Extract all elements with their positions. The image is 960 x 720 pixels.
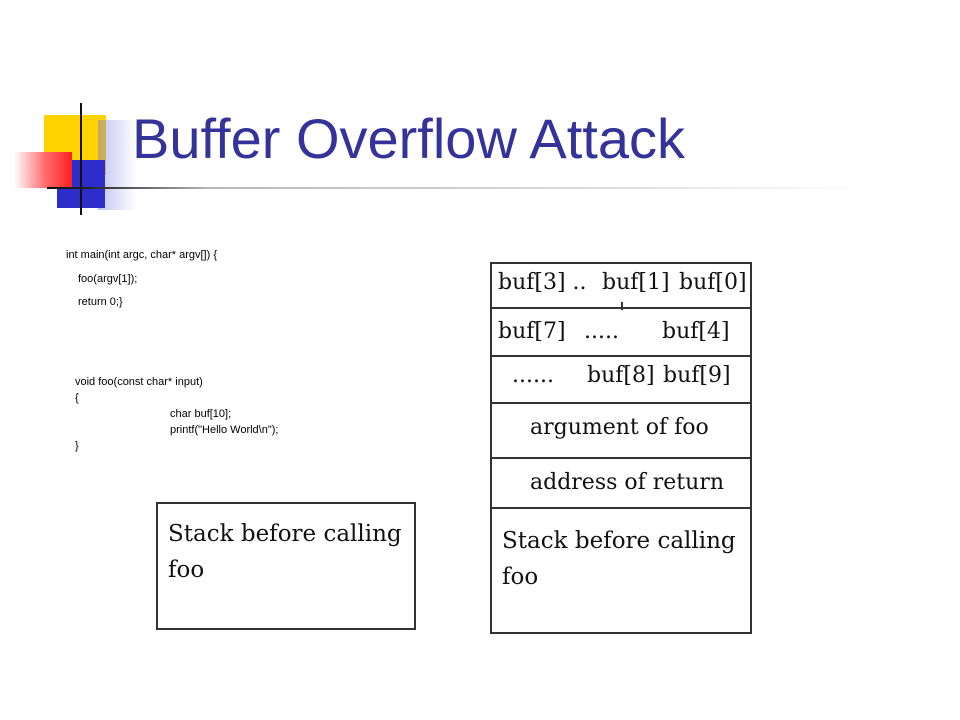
stack-diagram: buf[3] .. buf[1] buf[0] buf[7] ..... buf… bbox=[490, 262, 752, 634]
code-main-line-2: foo(argv[1]); bbox=[78, 273, 138, 285]
cell-2-mid: ..... bbox=[584, 319, 619, 344]
stack-before-label: Stack before calling foo bbox=[168, 521, 402, 583]
cell-4-label: argument of foo bbox=[530, 415, 709, 440]
cell-6-label: Stack before calling foo bbox=[502, 528, 736, 590]
decor-vertical-line bbox=[80, 103, 82, 215]
cell-1-left: buf[3] .. bbox=[498, 270, 587, 295]
cell-tick-mark bbox=[621, 302, 623, 310]
code-foo-line-1: void foo(const char* input) bbox=[75, 376, 203, 388]
stack-cell-buf-0-3: buf[3] .. buf[1] buf[0] bbox=[492, 264, 750, 310]
stack-cell-before-calling: Stack before calling foo bbox=[492, 509, 750, 632]
cell-2-left: buf[7] bbox=[498, 319, 566, 344]
stack-cell-return-address: address of return bbox=[492, 459, 750, 509]
cell-3-right: buf[9] bbox=[663, 363, 731, 388]
cell-1-mid: buf[1] bbox=[602, 270, 670, 295]
slide-title: Buffer Overflow Attack bbox=[132, 107, 685, 170]
stack-cell-buf-8-9: ...... buf[8] buf[9] bbox=[492, 357, 750, 404]
cell-5-label: address of return bbox=[530, 470, 725, 495]
code-foo-line-2: { bbox=[75, 392, 79, 404]
stack-cell-buf-4-7: buf[7] ..... buf[4] bbox=[492, 309, 750, 357]
title-underline bbox=[47, 187, 867, 189]
decor-red-gradient bbox=[14, 152, 72, 188]
cell-2-right: buf[4] bbox=[662, 319, 730, 344]
cell-3-left: ...... bbox=[512, 363, 554, 388]
code-foo-line-5: } bbox=[75, 440, 79, 452]
stack-before-box: Stack before calling foo bbox=[156, 502, 416, 630]
cell-3-mid: buf[8] bbox=[587, 363, 655, 388]
code-main-line-1: int main(int argc, char* argv[]) { bbox=[66, 249, 218, 261]
stack-cell-argument: argument of foo bbox=[492, 404, 750, 459]
code-main-line-3: return 0;} bbox=[78, 296, 123, 308]
code-foo-line-4: printf("Hello World\n"); bbox=[170, 424, 279, 436]
code-foo-line-3: char buf[10]; bbox=[170, 408, 232, 420]
cell-1-right: buf[0] bbox=[679, 270, 747, 295]
